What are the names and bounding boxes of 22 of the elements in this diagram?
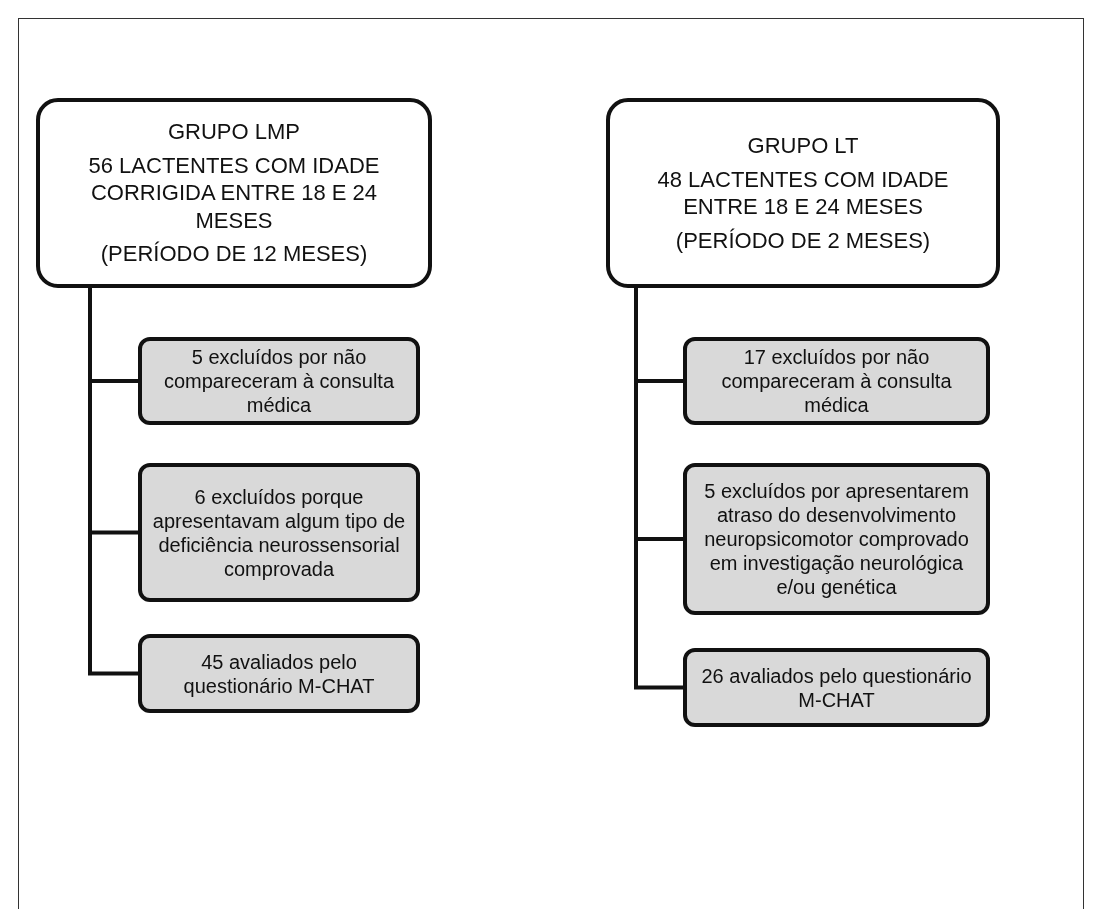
step-box: [138, 634, 420, 713]
box-text: 5 excluídos por não compareceram à consulta médica: [162, 345, 396, 417]
box-text: 17 excluídos por não compareceram à consulta médica: [720, 345, 953, 417]
box-text: 45 avaliados pelo questionário M-CHAT: [182, 649, 376, 698]
group-box: [606, 98, 1000, 288]
box-text: 56 LACTENTES COM IDADE CORRIGIDA ENTRE 18 E 24 MESES: [87, 151, 381, 235]
group-title: GRUPO LMP: [168, 118, 300, 146]
box-text: (PERÍODO DE 12 MESES): [100, 240, 368, 268]
box-text: 26 avaliados pelo questionário M-CHAT: [700, 663, 973, 712]
connector-line: [634, 288, 683, 690]
group-box: [36, 98, 432, 288]
step-box: [683, 463, 990, 615]
step-box: [138, 337, 420, 425]
connector-line: [88, 288, 138, 676]
step-box: [683, 648, 990, 727]
step-box: [683, 337, 990, 425]
box-text: 6 excluídos porque apresentavam algum tipo de deficiência neurossensorial comprovada: [152, 484, 406, 581]
box-text: 5 excluídos por apresentarem atraso do desenvolvimento neuropsicomotor comprovado em investigação neurológica e/ou genética: [703, 479, 970, 599]
step-box: [138, 463, 420, 602]
box-text: (PERÍODO DE 2 MESES): [675, 226, 931, 254]
box-text: 48 LACTENTES COM IDADE ENTRE 18 E 24 MESES: [656, 165, 950, 221]
group-title: GRUPO LT: [747, 132, 859, 160]
